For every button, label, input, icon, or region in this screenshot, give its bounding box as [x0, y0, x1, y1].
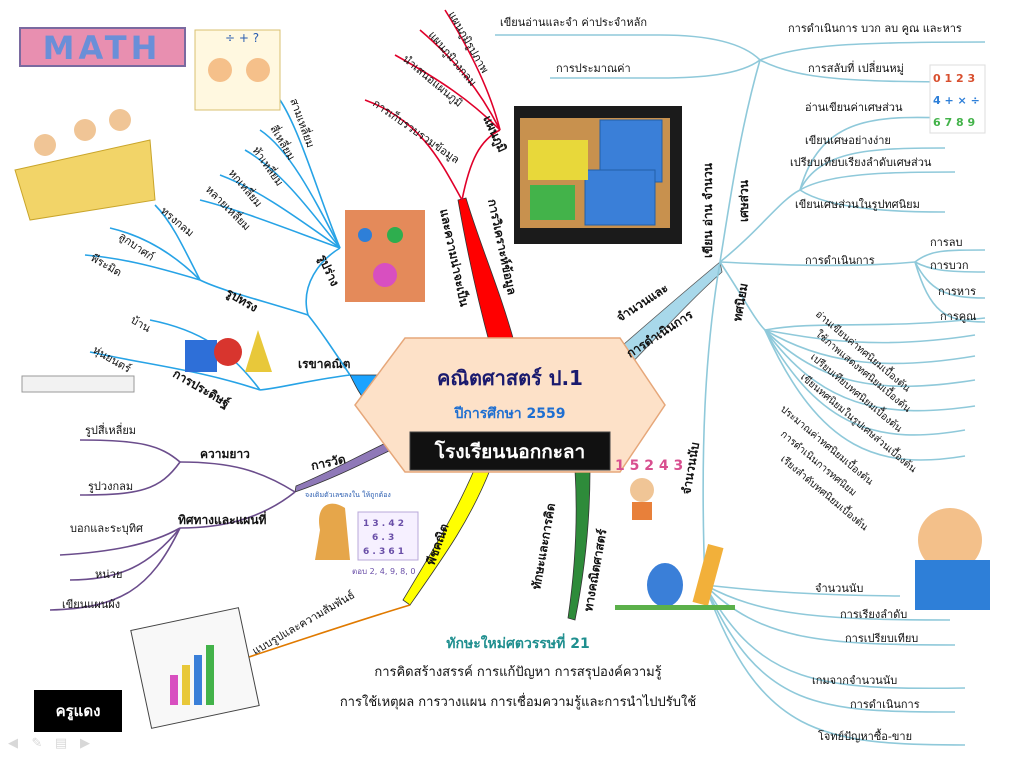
length-item-quad: รูปสี่เหลี่ยม: [85, 422, 136, 437]
decimal-item-1: อ่านเขียนค่าทศนิยมเบื้องต้น: [813, 307, 914, 395]
svg-text:6 7 8 9: 6 7 8 9: [933, 116, 975, 129]
counting-item-5: การดำเนินการ: [850, 698, 920, 711]
direction-item-plan: เขียนแผนผัง: [62, 598, 120, 611]
menu-icon[interactable]: ▤: [54, 736, 68, 751]
pen-icon[interactable]: ✎: [31, 736, 43, 751]
numbers-right-item-ops: การดำเนินการ บวก ลบ คูณ และหาร: [788, 22, 962, 35]
numbers-read-write-label: เขียน อ่าน จำนวน: [701, 162, 715, 258]
branch-algebra-shape: [402, 467, 491, 606]
shape3d-item-pyramid: พีระมิด: [89, 251, 124, 279]
operation-item-add: การบวก: [930, 259, 969, 272]
data-collect-label: การเก็บรวบรวมข้อมูล: [370, 96, 462, 166]
branch-numbers-shape: [599, 261, 723, 381]
pattern-row-3: 6 . 3 6 1: [363, 547, 404, 557]
branch-skills-shape: [567, 469, 591, 621]
teacher-badge: ครูแดง: [34, 690, 122, 732]
direction-item-unit: หน่วย: [95, 568, 122, 581]
charts-clipboard-picture: [130, 607, 260, 729]
operation-item-sub: การลบ: [930, 236, 962, 249]
counting-item-4: เกมจากจำนวนนับ: [812, 674, 897, 687]
skills21-line1: การคิดสร้างสรรค์ การแก้ปัญหา การสรุปองค์…: [374, 664, 661, 680]
branch-measurement-shape: [294, 439, 396, 493]
fraction-item-3: เปรียบเทียบเรียงลำดับเศษส่วน: [790, 156, 932, 169]
school-name: โรงเรียนนอกกะลา: [434, 440, 585, 463]
operation-item-mul: การคูณ: [940, 310, 976, 323]
center-title: คณิตศาสตร์ ป.1: [437, 366, 583, 390]
girl-numbers-text: 1 5 2 4 3: [615, 458, 683, 474]
fraction-item-1: อ่านเขียนค่าเศษส่วน: [805, 101, 903, 114]
numbers-branch: [495, 34, 986, 746]
pencil-characters-picture: [615, 543, 735, 610]
slide-nav-bar: ◀ ✎ ▤ ▶: [0, 732, 134, 756]
ruler-picture: [21, 375, 135, 393]
operation-label: การดำเนินการ: [805, 254, 875, 267]
pattern-row-1: 1 3 . 4 2: [363, 519, 404, 529]
skills21-title: ทักษะใหม่ศตวรรษที่ 21: [446, 633, 589, 652]
prev-slide-icon[interactable]: ◀: [8, 736, 18, 751]
fraction-label: เศษส่วน: [737, 179, 751, 222]
svg-text:0 1 2 3: 0 1 2 3: [933, 72, 975, 85]
counting-item-2: การเรียงลำดับ: [840, 608, 907, 621]
algebra-branch: [239, 604, 411, 661]
counting-item-1: จำนวนนับ: [815, 582, 863, 595]
geometry-branch: [84, 99, 351, 391]
pattern-row-2: 6 . 3: [372, 533, 394, 543]
data-chart-group-label: แผนภูมิ: [479, 113, 509, 155]
boy-reading-picture: [915, 508, 990, 610]
algebra-pattern-label: แบบรูปและความสัมพันธ์: [250, 588, 357, 657]
branch-geometry-label: เรขาคณิต: [298, 357, 351, 371]
svg-text:÷ + ?: ÷ + ?: [225, 31, 259, 45]
kangaroo-pattern-picture: จงเติมตัวเลขลงใน ให้ถูกต้อง 1 3 . 4 2 6 …: [305, 490, 419, 576]
shape3d-label: รูปทรง: [223, 285, 260, 315]
length-item-circle: รูปวงกลม: [88, 480, 133, 493]
numbers-right-item-commute: การสลับที่ เปลี่ยนหมู่: [808, 60, 904, 75]
kids-studying-picture: ÷ + ?: [194, 29, 281, 111]
skills21-line2: การใช้เหตุผล การวางแผน การเชื่อมความรู้แ…: [340, 693, 697, 710]
operation-item-div: การหาร: [938, 285, 976, 298]
next-slide-icon[interactable]: ▶: [80, 736, 90, 751]
counting-item-6: โจทย์ปัญหาซื้อ-ขาย: [818, 728, 912, 743]
shape2d-label: รูปร่าง: [314, 252, 342, 288]
math-logo-text: MATH: [43, 29, 162, 67]
svg-text:4 + × ÷: 4 + × ÷: [933, 94, 980, 107]
fraction-item-2: เขียนเศษอย่างง่าย: [805, 134, 891, 147]
pattern-card-footer: ตอบ 2, 4, 9, 8, 0: [352, 567, 415, 576]
school-banner: [409, 431, 611, 471]
branch-data-shape: [457, 197, 516, 346]
measurement-branch: [49, 439, 296, 611]
number-blocks-picture: 0 1 2 3 4 + × ÷ 6 7 8 9: [929, 64, 986, 134]
direction-item-compass: บอกและระบุทิศ: [70, 522, 143, 535]
numbers-top-item-place-value: เขียนอ่านและจำ ค่าประจำหลัก: [500, 16, 647, 29]
data-branch: [364, 9, 501, 201]
center-year: ปีการศึกษา 2559: [453, 405, 566, 422]
base-ten-blocks-picture: [514, 106, 682, 244]
fraction-figures-picture: [345, 210, 425, 302]
decimal-label: ทศนิยม: [730, 282, 751, 323]
counting-item-3: การเปรียบเทียบ: [845, 632, 918, 645]
shape3d-item-sphere: ทรงกลม: [158, 204, 196, 239]
girl-numbers-picture: 1 5 2 4 3: [615, 458, 683, 520]
pattern-card-header: จงเติมตัวเลขลงใน ให้ถูกต้อง: [305, 490, 391, 499]
geo-apply-item-house: บ้าน: [129, 313, 154, 335]
shapes-3d-picture: [185, 330, 272, 372]
shape3d-item-cube: ลูกบาศก์: [116, 230, 156, 264]
numbers-top-item-estimate: การประมาณค่า: [556, 62, 631, 75]
math-logo-picture: MATH: [19, 27, 186, 67]
direction-label: ทิศทางและแผนที่: [178, 511, 267, 527]
length-label: ความยาว: [200, 447, 250, 461]
teachers-group-picture: [14, 109, 156, 221]
fraction-item-4: เขียนเศษส่วนในรูปทศนิยม: [795, 198, 920, 211]
branch-skills-label-1: ทักษะและการคิด: [529, 502, 558, 591]
